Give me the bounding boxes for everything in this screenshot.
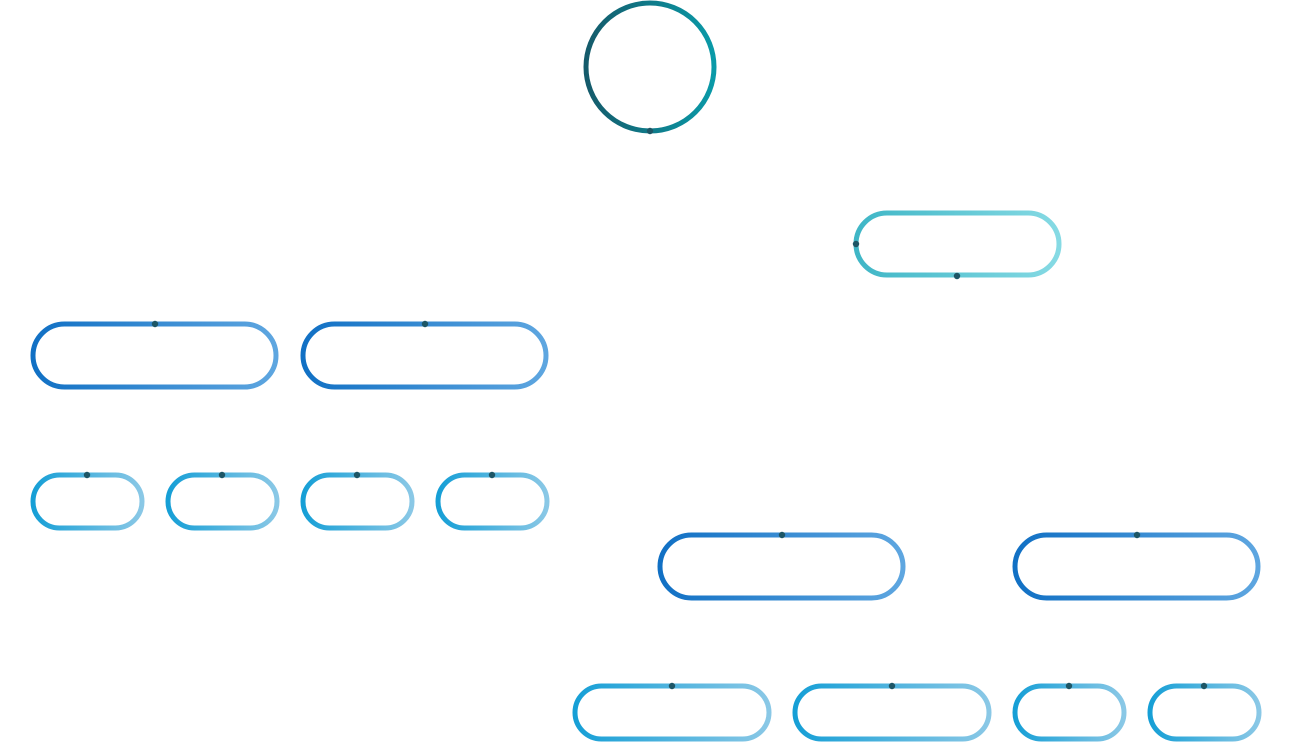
right-a-pill bbox=[657, 532, 906, 601]
right-b-port-top bbox=[1133, 531, 1141, 539]
root-port-bottom bbox=[646, 127, 654, 135]
right-b-1-port-top bbox=[1065, 682, 1073, 690]
left-a-1-port-top bbox=[83, 471, 91, 479]
node-right-b-1[interactable] bbox=[1012, 682, 1127, 742]
node-left-b[interactable] bbox=[300, 320, 549, 390]
node-left-a-1[interactable] bbox=[30, 471, 145, 531]
node-left-a[interactable] bbox=[30, 320, 279, 390]
left-a-1-pill bbox=[30, 472, 145, 531]
node-right-b-2[interactable] bbox=[1147, 682, 1262, 742]
node-right-a-2[interactable] bbox=[792, 682, 992, 742]
left-b-2-pill bbox=[435, 472, 550, 531]
left-a-2-port-top bbox=[218, 471, 226, 479]
left-b-1-port-top bbox=[353, 471, 361, 479]
right-a-port-top bbox=[778, 531, 786, 539]
node-right-a[interactable] bbox=[657, 531, 906, 601]
node-hub[interactable] bbox=[852, 210, 1062, 280]
root-circle bbox=[583, 0, 717, 134]
hub-port-bottom bbox=[953, 272, 961, 280]
right-a-1-pill bbox=[572, 683, 772, 742]
right-b-pill bbox=[1012, 532, 1261, 601]
right-b-2-pill bbox=[1147, 683, 1262, 742]
right-a-2-pill bbox=[792, 683, 992, 742]
left-a-pill bbox=[30, 321, 279, 390]
left-b-port-top bbox=[421, 320, 429, 328]
node-right-a-1[interactable] bbox=[572, 682, 772, 742]
left-a-port-top bbox=[151, 320, 159, 328]
right-b-2-port-top bbox=[1200, 682, 1208, 690]
node-left-b-2[interactable] bbox=[435, 471, 550, 531]
node-root[interactable] bbox=[583, 0, 717, 135]
right-b-1-pill bbox=[1012, 683, 1127, 742]
hub-pill bbox=[853, 210, 1062, 278]
node-left-a-2[interactable] bbox=[165, 471, 280, 531]
right-a-1-port-top bbox=[668, 682, 676, 690]
left-a-2-pill bbox=[165, 472, 280, 531]
right-a-2-port-top bbox=[888, 682, 896, 690]
node-left-b-1[interactable] bbox=[300, 471, 415, 531]
left-b-1-pill bbox=[300, 472, 415, 531]
left-b-2-port-top bbox=[488, 471, 496, 479]
hub-port-left bbox=[852, 240, 860, 248]
left-b-pill bbox=[300, 321, 549, 390]
node-right-b[interactable] bbox=[1012, 531, 1261, 601]
